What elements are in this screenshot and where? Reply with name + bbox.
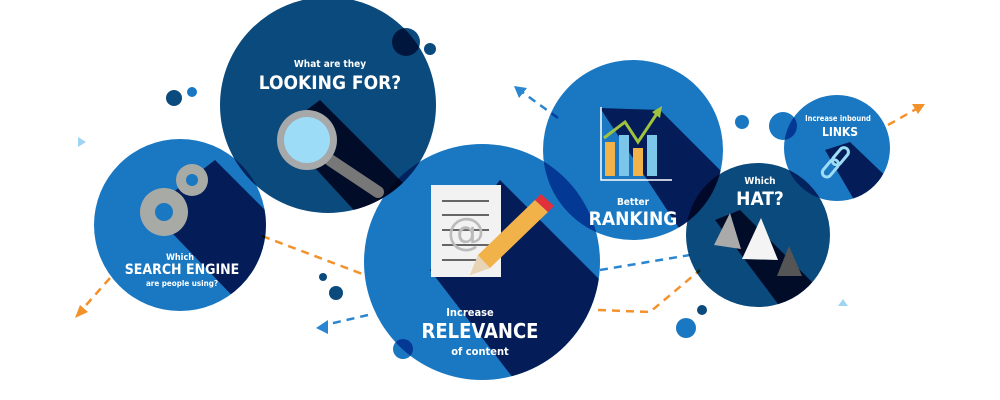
gears-icon [140,164,208,236]
orange-connector [79,277,111,313]
dashed-connectors [79,90,919,327]
arrowhead-icon [514,86,527,98]
label-title: SEARCH ENGINE [125,262,240,278]
orange-connector [887,106,919,127]
label-line1: Increase inbound [805,114,871,123]
chain-link-icon [820,146,850,179]
bar-chart-icon [600,106,672,181]
bubble-looking-for: What are they LOOKING FOR? [220,0,436,213]
label-line1: Which [744,176,775,187]
svg-text:@: @ [447,210,485,254]
bubble-hat: Which HAT? [686,163,830,307]
label-title: HAT? [736,188,784,210]
label-line3: of content [451,345,509,358]
blue-connector [599,253,691,272]
label-line1: Better [617,197,650,208]
orange-connector [597,269,701,314]
bubble-ranking: Better RANKING [543,60,723,240]
label-line1: What are they [294,59,366,70]
label-title: RELEVANCE [422,319,539,343]
document-pencil-icon: @ [431,185,554,277]
label-line1: Increase [446,306,494,319]
orange-connector [261,234,366,277]
label-line1: Which [166,253,194,263]
label-title: LOOKING FOR? [259,72,401,94]
magnifying-glass-icon [277,110,384,198]
bubble-search-engine: Which SEARCH ENGINE are people using? [94,139,266,311]
cones-icon [714,213,802,276]
label-line3: are people using? [146,279,218,288]
label-title: LINKS [822,125,858,139]
label-title: RANKING [589,208,678,230]
arrowhead-icon [316,320,328,334]
arrowhead-icon [75,305,88,318]
arrowhead-icon [912,104,925,114]
blue-connector [324,313,369,327]
